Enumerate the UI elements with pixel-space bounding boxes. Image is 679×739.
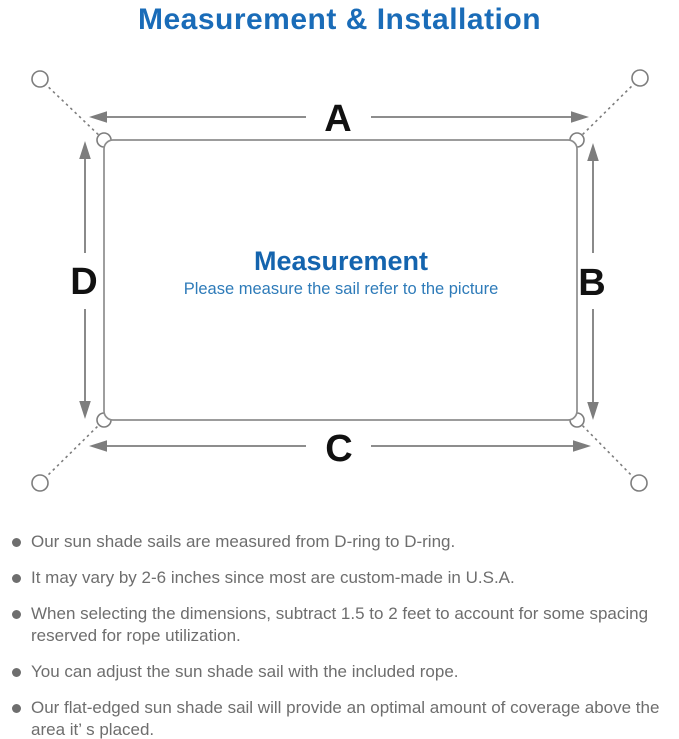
diagram-heading: Measurement	[254, 246, 428, 276]
anchor-points	[31, 69, 649, 492]
arrowhead-d-down	[79, 401, 91, 419]
diagram-subheading: Please measure the sail refer to the pic…	[184, 280, 499, 298]
bullet-dot-icon	[12, 704, 21, 713]
dimension-arrow-heads	[79, 111, 599, 452]
list-item: It may vary by 2-6 inches since most are…	[12, 567, 672, 589]
note-text: Our sun shade sails are measured from D-…	[31, 532, 456, 551]
arrowhead-a-right	[571, 111, 589, 123]
dimension-labels: A B C D	[70, 98, 605, 470]
page-title: Measurement & Installation	[137, 3, 542, 36]
list-item: You can adjust the sun shade sail with t…	[12, 661, 672, 683]
anchor-point-top-left	[31, 70, 49, 88]
dimension-label-d: D	[70, 261, 97, 303]
anchor-point-bottom-left	[31, 474, 49, 492]
bullet-dot-icon	[12, 668, 21, 677]
bullet-dot-icon	[12, 574, 21, 583]
arrowhead-b-up	[587, 143, 599, 161]
dimension-label-b: B	[578, 262, 605, 304]
arrowhead-c-right	[573, 440, 591, 452]
rope-top-left	[39, 78, 105, 141]
rope-top-right	[576, 77, 641, 141]
note-text: Our flat-edged sun shade sail will provi…	[31, 698, 660, 739]
list-item: When selecting the dimensions, subtract …	[12, 603, 672, 647]
note-text: It may vary by 2-6 inches since most are…	[31, 568, 515, 587]
rope-bottom-left	[39, 419, 105, 484]
dimension-label-c: C	[325, 428, 352, 470]
list-item: Our flat-edged sun shade sail will provi…	[12, 697, 672, 739]
arrowhead-b-down	[587, 402, 599, 420]
arrowhead-a-left	[89, 111, 107, 123]
list-item: Our sun shade sails are measured from D-…	[12, 531, 672, 553]
measurement-diagram: A B C D Measurement Please measure the s…	[31, 69, 649, 492]
arrowhead-d-up	[79, 141, 91, 159]
bullet-dot-icon	[12, 610, 21, 619]
dimension-label-a: A	[324, 98, 351, 140]
rope-bottom-right	[576, 419, 640, 484]
note-text: You can adjust the sun shade sail with t…	[31, 662, 459, 681]
notes-list: Our sun shade sails are measured from D-…	[12, 531, 672, 739]
sail-outline	[103, 139, 578, 421]
dimension-arrow-lines	[84, 116, 594, 447]
rope-lines	[39, 77, 641, 484]
anchor-point-top-right	[631, 69, 649, 87]
bullet-dot-icon	[12, 538, 21, 547]
arrowhead-c-left	[89, 440, 107, 452]
note-text: When selecting the dimensions, subtract …	[31, 604, 649, 645]
anchor-point-bottom-right	[630, 474, 648, 492]
